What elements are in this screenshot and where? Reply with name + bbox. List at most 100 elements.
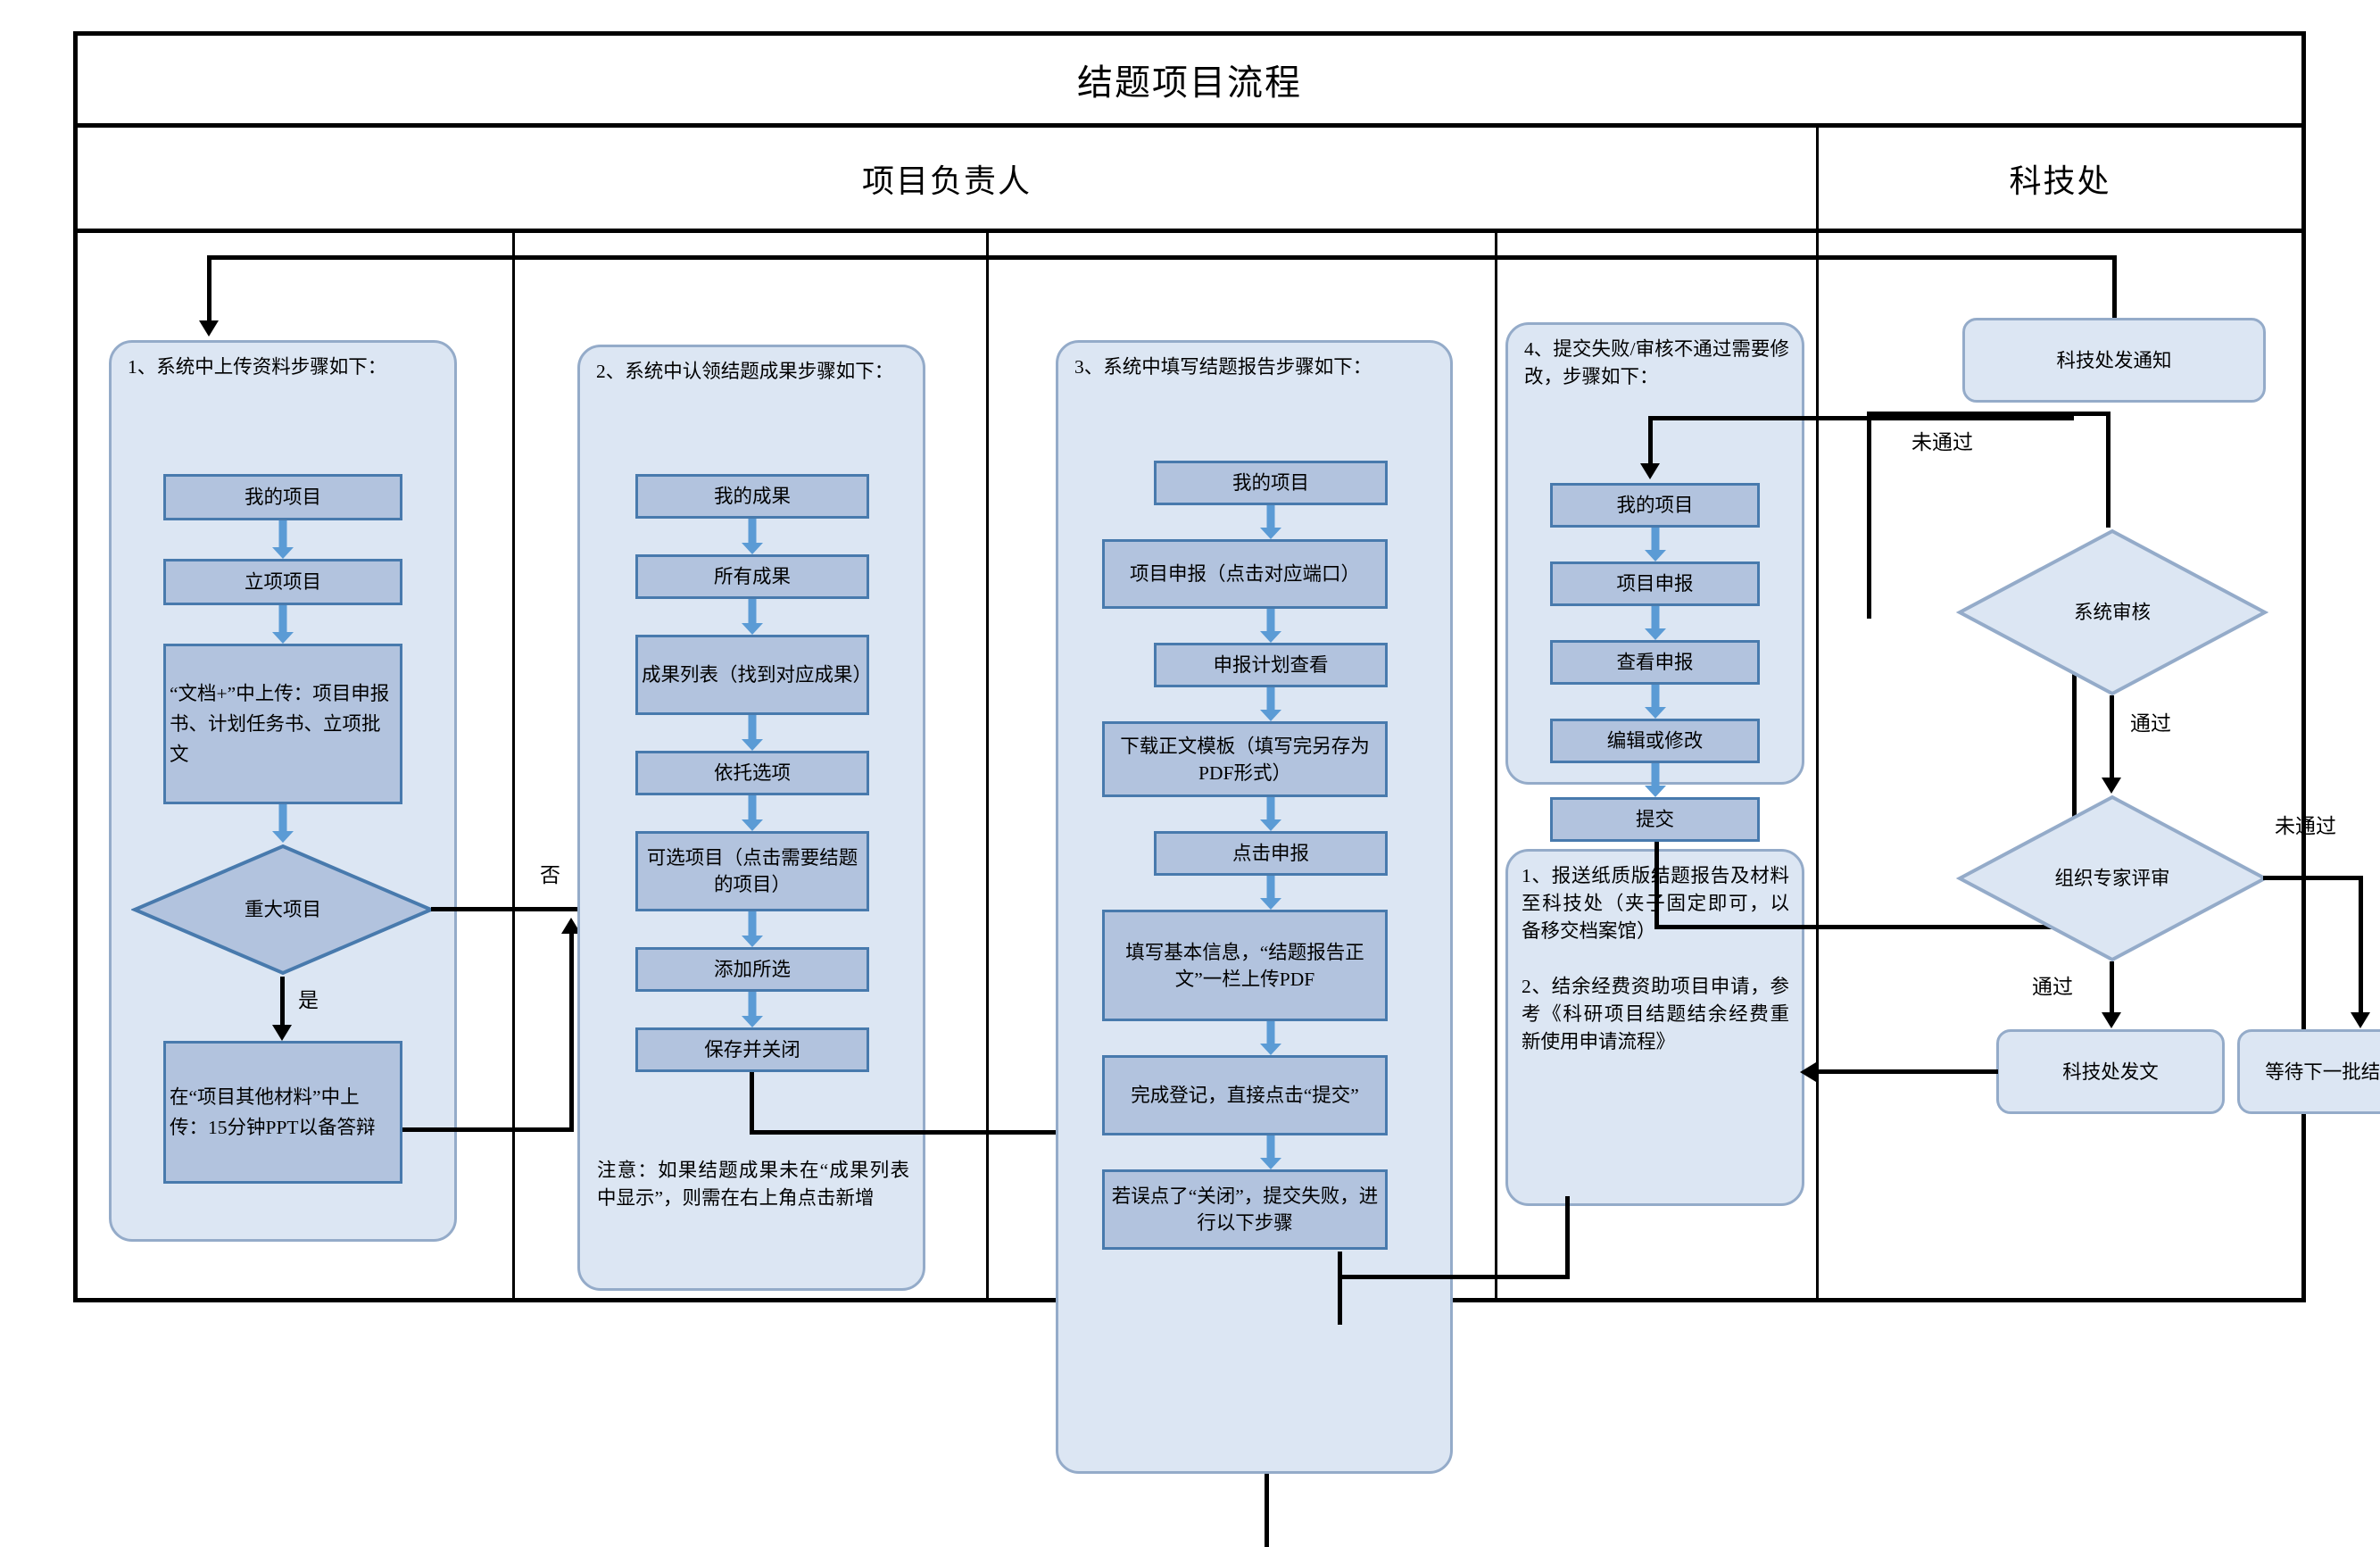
step-box-project-declare-4[interactable]: 项目申报 bbox=[1550, 561, 1760, 606]
arrow-down-1a bbox=[163, 520, 402, 559]
step-box-save-and-close[interactable]: 保存并关闭 bbox=[635, 1027, 869, 1072]
line-col4-exit-v bbox=[1654, 842, 1659, 929]
swimlane-body: 1、系统中上传资料步骤如下： 我的项目 立项项目 “文档+”中上传：项目申报书、… bbox=[78, 233, 2380, 1547]
decision-expert-review[interactable]: 组织专家评审 bbox=[1956, 794, 2268, 963]
step-box-my-project-1[interactable]: 我的项目 bbox=[163, 474, 402, 520]
arrow-down-3b bbox=[1154, 609, 1388, 643]
line-system-pass-v bbox=[2110, 695, 2114, 780]
step-box-project-declare[interactable]: 项目申报（点击对应端口） bbox=[1102, 539, 1388, 609]
step-box-submit-failed-note[interactable]: 若误点了“关闭”，提交失败，进行以下步骤 bbox=[1102, 1169, 1388, 1250]
step-box-complete-register[interactable]: 完成登记，直接点击“提交” bbox=[1102, 1055, 1388, 1135]
step-box-upload-docs[interactable]: “文档+”中上传：项目申报书、计划任务书、立项批文 bbox=[163, 644, 402, 804]
arrow-down-2a bbox=[635, 519, 869, 554]
arrowhead-system-pass bbox=[2102, 778, 2121, 794]
column-separator-3 bbox=[1495, 233, 1497, 1299]
step-box-result-list[interactable]: 成果列表（找到对应成果） bbox=[635, 635, 872, 715]
line-issue-to-note-h bbox=[1809, 1069, 1998, 1074]
arrow-down-2d bbox=[635, 795, 869, 831]
step-box-my-results[interactable]: 我的成果 bbox=[635, 474, 869, 519]
role-header-band: 项目负责人 科技处 bbox=[78, 128, 2301, 233]
step-box-fill-basic-info[interactable]: 填写基本信息，“结题报告正文”一栏上传PDF bbox=[1102, 910, 1388, 1021]
group-3-heading: 3、系统中填写结题报告步骤如下： bbox=[1074, 356, 1372, 378]
label-system-pass: 通过 bbox=[2130, 712, 2171, 735]
line-col1-entry-v bbox=[207, 255, 211, 322]
arrow-down-3f bbox=[1154, 1021, 1388, 1055]
page-title: 结题项目流程 bbox=[1077, 62, 1302, 103]
line-col3-bottom-v1 bbox=[1265, 1474, 1269, 1547]
step-box-approved-project[interactable]: 立项项目 bbox=[163, 559, 402, 605]
arrowhead-col1-entry bbox=[199, 320, 219, 337]
label-expert-fail: 未通过 bbox=[2275, 815, 2336, 837]
role-header-tech-office: 科技处 bbox=[1819, 128, 2301, 229]
decision-system-review-label: 系统审核 bbox=[2073, 601, 2151, 623]
arrow-down-2c bbox=[635, 715, 869, 751]
flowchart-frame: 结题项目流程 项目负责人 科技处 1、系统中上传资料步骤如下： 我的项目 立项项… bbox=[73, 31, 2380, 1547]
step-box-other-materials-label: 在“项目其他材料”中上传：15分钟PPT以备答辩 bbox=[170, 1086, 376, 1138]
line-expert-pass-v bbox=[2110, 961, 2114, 1015]
decision-major-project-label: 重大项目 bbox=[244, 898, 321, 920]
step-box-other-materials[interactable]: 在“项目其他材料”中上传：15分钟PPT以备答辩 bbox=[163, 1041, 402, 1184]
role-header-project-leader: 项目负责人 bbox=[78, 128, 1819, 229]
step-box-my-project-3[interactable]: 我的项目 bbox=[1154, 461, 1388, 505]
column-separator-1 bbox=[512, 233, 515, 1299]
group-step-3: 3、系统中填写结题报告步骤如下： bbox=[1056, 340, 1453, 1474]
line-yes-branch bbox=[280, 977, 285, 1027]
arrowhead-expert-pass bbox=[2102, 1012, 2121, 1028]
decision-expert-review-label: 组织专家评审 bbox=[2054, 867, 2170, 889]
group-1-heading: 1、系统中上传资料步骤如下： bbox=[128, 356, 387, 378]
line-notice-to-col1 bbox=[207, 255, 2117, 260]
arrow-down-3d bbox=[1154, 797, 1388, 831]
step-box-my-project-4[interactable]: 我的项目 bbox=[1550, 483, 1760, 528]
step-box-edit-or-modify[interactable]: 编辑或修改 bbox=[1550, 719, 1760, 763]
line-system-fail-v2 bbox=[1867, 412, 1871, 619]
arrow-down-1b bbox=[163, 605, 402, 644]
arrow-down-3g bbox=[1154, 1135, 1388, 1169]
arrow-down-2b bbox=[635, 599, 869, 635]
step-box-click-declare[interactable]: 点击申报 bbox=[1154, 831, 1388, 876]
line-expert-fail-h bbox=[2263, 876, 2363, 880]
step-box-download-template[interactable]: 下载正文模板（填写完另存为PDF形式） bbox=[1102, 721, 1388, 797]
line-col4-exit-h bbox=[1654, 925, 2077, 929]
step-box-affiliation-option[interactable]: 依托选项 bbox=[635, 751, 869, 795]
line-col4-exit-v2 bbox=[2072, 615, 2077, 929]
arrow-down-1c bbox=[163, 804, 402, 843]
arrow-down-3e bbox=[1154, 876, 1388, 910]
arrow-down-4c bbox=[1550, 685, 1760, 719]
group-2-heading: 2、系统中认领结题成果步骤如下： bbox=[596, 361, 894, 382]
step-box-selectable-projects[interactable]: 可选项目（点击需要结题的项目） bbox=[635, 831, 869, 911]
line-notice-top-v bbox=[2112, 255, 2117, 318]
arrowhead-expert-fail bbox=[2351, 1012, 2370, 1028]
step-box-all-results[interactable]: 所有成果 bbox=[635, 554, 869, 599]
arrowhead-issue-to-note bbox=[1800, 1062, 1816, 1082]
arrow-down-2f bbox=[635, 992, 869, 1027]
line-col3-exit-up bbox=[1565, 1196, 1570, 1277]
line-col4-entry-h bbox=[1648, 416, 2074, 420]
step-box-view-plan[interactable]: 申报计划查看 bbox=[1154, 643, 1388, 687]
note-col2: 注意：如果结题成果未在“成果列表中显示”，则需在右上角点击新增 bbox=[597, 1160, 909, 1209]
decision-system-review[interactable]: 系统审核 bbox=[1956, 528, 2268, 697]
arrow-down-4a bbox=[1550, 528, 1760, 561]
step-box-submit-4[interactable]: 提交 bbox=[1550, 797, 1760, 842]
terminator-tech-office-notice[interactable]: 科技处发通知 bbox=[1962, 318, 2266, 403]
arrow-down-2e bbox=[635, 911, 869, 947]
decision-major-project[interactable]: 重大项目 bbox=[131, 843, 435, 977]
arrow-down-3c bbox=[1154, 687, 1388, 721]
step-box-view-declaration[interactable]: 查看申报 bbox=[1550, 640, 1760, 685]
line-col3-exit-down bbox=[1338, 1252, 1342, 1325]
step-box-add-selected[interactable]: 添加所选 bbox=[635, 947, 869, 992]
line-system-fail-h bbox=[1867, 412, 2110, 416]
label-expert-pass: 通过 bbox=[2032, 976, 2073, 998]
arrowhead-loop-back bbox=[561, 918, 581, 934]
terminator-tech-office-issue[interactable]: 科技处发文 bbox=[1996, 1029, 2225, 1114]
group-4-heading: 4、提交失败/审核不通过需要修改，步骤如下： bbox=[1524, 338, 1789, 387]
line-loop-back-v bbox=[569, 934, 574, 1132]
arrow-down-3a bbox=[1154, 505, 1388, 539]
arrow-down-4b bbox=[1550, 606, 1760, 640]
step-box-upload-docs-label: “文档+”中上传：项目申报书、计划任务书、立项批文 bbox=[170, 683, 390, 765]
terminator-wait-next-batch[interactable]: 等待下一批结题申请 bbox=[2237, 1029, 2380, 1114]
line-loop-back-h bbox=[402, 1127, 574, 1132]
column-separator-2 bbox=[986, 233, 989, 1299]
arrow-down-4d bbox=[1550, 763, 1760, 797]
arrowhead-col4-entry bbox=[1640, 463, 1660, 479]
line-no-branch bbox=[431, 907, 632, 911]
